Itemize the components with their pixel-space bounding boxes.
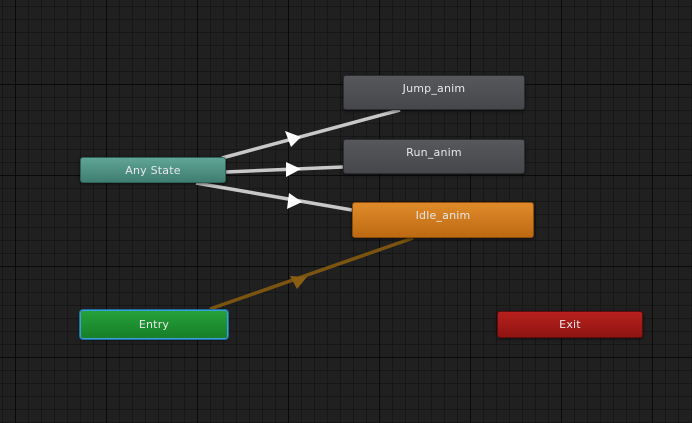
transition-arrow-icon <box>285 131 301 147</box>
state-jump-anim[interactable]: Jump_anim <box>343 75 525 110</box>
transition-arrow-icon <box>290 276 307 289</box>
state-exit[interactable]: Exit <box>497 311 643 338</box>
state-label: Jump_anim <box>402 82 466 95</box>
transition-arrow-icon <box>287 193 302 209</box>
state-label: Run_anim <box>406 146 462 159</box>
state-label: Entry <box>138 318 170 331</box>
state-run-anim[interactable]: Run_anim <box>343 139 525 174</box>
state-any-state[interactable]: Any State <box>80 157 226 183</box>
state-label: Any State <box>125 163 181 177</box>
state-label: Idle_anim <box>415 209 471 222</box>
state-entry[interactable]: Entry <box>80 310 228 339</box>
transition-any-to-run[interactable] <box>225 165 344 174</box>
transition-entry-to-idle[interactable] <box>209 236 414 311</box>
state-idle-anim-default[interactable]: Idle_anim <box>352 202 534 238</box>
transition-arrow-icon <box>286 162 301 177</box>
transition-any-to-idle[interactable] <box>195 181 353 212</box>
state-label: Exit <box>559 318 581 331</box>
